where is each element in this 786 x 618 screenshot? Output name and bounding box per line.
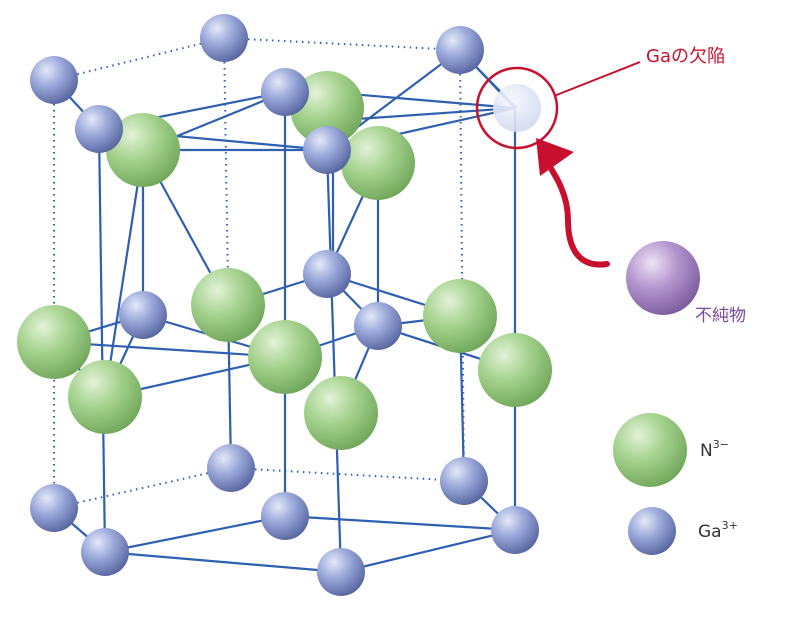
nitrogen-atom	[341, 126, 415, 200]
nitrogen-atom	[248, 320, 322, 394]
gallium-atom	[261, 68, 309, 116]
nitrogen-atom	[478, 333, 552, 407]
gallium-atom	[436, 26, 484, 74]
gallium-atom	[119, 291, 167, 339]
nitrogen-atom	[423, 279, 497, 353]
bottom-atoms	[30, 444, 539, 596]
legend-nitrogen-text: N3−	[700, 438, 729, 461]
nitrogen-atom	[68, 360, 142, 434]
vacancy-annotation: Gaの欠陥	[475, 46, 725, 150]
impurity-arrow	[536, 138, 610, 268]
legend-gallium-swatch	[628, 507, 676, 555]
nitrogen-atom	[106, 113, 180, 187]
gallium-atom	[354, 302, 402, 350]
legend-gallium-charge: 3+	[722, 519, 738, 532]
vacancy-highlight-ring	[475, 66, 559, 150]
legend: N3− Ga3+	[613, 413, 738, 555]
vacancy-label: Gaの欠陥	[646, 46, 725, 67]
legend-gallium-text: Ga3+	[698, 519, 738, 542]
nitrogen-atom	[17, 305, 91, 379]
gallium-atom	[207, 444, 255, 492]
nitrogen-atom	[191, 268, 265, 342]
back-atoms	[30, 14, 541, 200]
legend-nitrogen-swatch	[613, 413, 687, 487]
legend-nitrogen-label: N	[700, 441, 713, 461]
impurity-atom	[626, 241, 700, 315]
legend-gallium-label: Ga	[698, 522, 722, 542]
gallium-atom	[81, 528, 129, 576]
gallium-atom	[30, 484, 78, 532]
gallium-atom	[303, 126, 351, 174]
gallium-atom	[491, 506, 539, 554]
hidden-bonds	[53, 37, 465, 509]
vacancy-leader-line	[553, 61, 641, 97]
middle-atoms	[17, 250, 552, 450]
gallium-atom	[317, 548, 365, 596]
nitrogen-atom	[304, 376, 378, 450]
gallium-atom	[440, 457, 488, 505]
impurity-label: 不純物	[695, 306, 746, 326]
gallium-atom	[200, 14, 248, 62]
gallium-atom	[261, 492, 309, 540]
gallium-vacancy	[493, 84, 541, 132]
gallium-atom	[303, 250, 351, 298]
gallium-atom	[30, 56, 78, 104]
legend-nitrogen-charge: 3−	[713, 438, 729, 451]
gallium-atom	[75, 105, 123, 153]
